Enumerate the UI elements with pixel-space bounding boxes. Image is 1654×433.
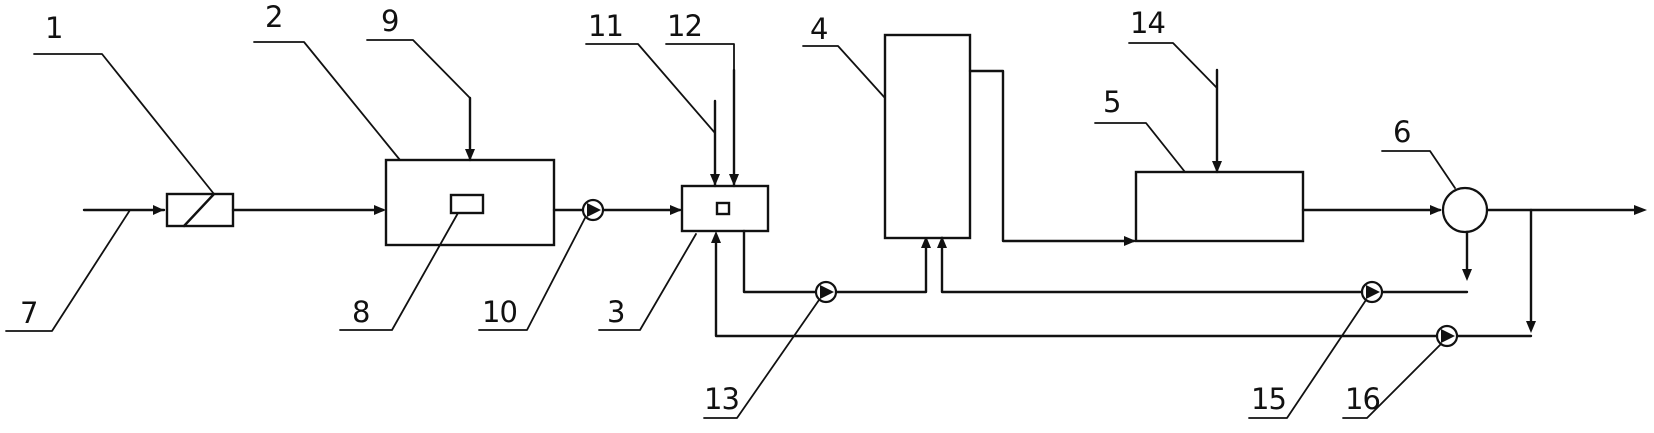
label-15: 15 — [1251, 382, 1286, 416]
leader-16 — [1342, 343, 1442, 419]
leader-8 — [339, 212, 459, 331]
feed-lines — [465, 68, 1222, 188]
label-16: 16 — [1345, 382, 1380, 416]
leader-1 — [33, 53, 215, 195]
feed-arrow-9 — [465, 149, 475, 161]
arrow-into-component-4-left — [921, 236, 931, 248]
label-10: 10 — [482, 295, 517, 329]
arrow-into-component-6 — [1430, 205, 1442, 215]
pipe-pump-13-to-4 — [834, 238, 928, 294]
label-9: 9 — [381, 4, 398, 38]
outlet-arrow — [1634, 205, 1647, 215]
component-6-separator — [1441, 186, 1489, 234]
leader-10 — [478, 217, 586, 331]
label-5: 5 — [1103, 85, 1120, 119]
leader-lines — [5, 39, 1456, 419]
label-7: 7 — [20, 296, 37, 330]
component-3-mixer — [680, 184, 770, 233]
component-1-diagonal — [182, 192, 216, 228]
leader-9 — [366, 39, 471, 99]
arrow-into-component-3 — [670, 205, 682, 215]
component-5-unit — [1134, 170, 1305, 243]
leader-3 — [598, 233, 697, 331]
feed-arrow-14 — [1212, 161, 1222, 173]
leader-4 — [802, 45, 886, 99]
label-4: 4 — [810, 12, 827, 46]
label-12: 12 — [667, 9, 702, 43]
label-6: 6 — [1393, 115, 1410, 149]
component-4-column — [883, 33, 972, 240]
return-arrow-into-component-3 — [711, 231, 721, 243]
inlet-arrow — [153, 205, 164, 215]
recycle-lines — [711, 208, 1536, 348]
label-8: 8 — [352, 295, 369, 329]
component-8-insert — [449, 193, 485, 215]
leader-11 — [585, 43, 716, 134]
recycle-line-to-component-4-right — [940, 238, 1364, 294]
label-14: 14 — [1130, 6, 1165, 40]
main-process-line — [82, 33, 1647, 304]
outlet-branch-down-arrow — [1526, 321, 1536, 333]
pump-15-triangle — [1366, 285, 1380, 299]
leader-5 — [1094, 122, 1186, 173]
label-13: 13 — [704, 382, 739, 416]
return-line-to-component-3 — [714, 234, 1439, 338]
pipe-3-down-to-pump-13 — [742, 229, 818, 294]
leader-7 — [5, 209, 131, 332]
leader-14 — [1128, 42, 1218, 89]
arrow-into-component-5 — [1124, 236, 1136, 246]
label-1: 1 — [45, 11, 62, 45]
pump-13-triangle — [820, 285, 834, 299]
pump-16-triangle — [1441, 329, 1455, 343]
leader-2 — [253, 41, 401, 161]
feed-arrow-11 — [710, 174, 720, 186]
leader-12 — [665, 43, 735, 71]
leader-15 — [1248, 299, 1367, 419]
label-2: 2 — [265, 0, 282, 34]
arrow-into-component-4-right — [937, 236, 947, 248]
arrow-into-component-2 — [374, 205, 386, 215]
leader-13 — [703, 299, 820, 419]
pump-10-triangle — [587, 203, 601, 217]
label-11: 11 — [588, 9, 623, 43]
pipe-4-to-5 — [968, 69, 1136, 243]
component-3-inner-square — [715, 201, 731, 216]
leader-6 — [1381, 150, 1456, 189]
label-3: 3 — [607, 295, 624, 329]
separator-6-down-arrow — [1462, 269, 1472, 281]
feed-arrow-12 — [729, 174, 739, 186]
callout-labels: 1 2 9 11 12 4 14 5 6 7 8 10 3 13 15 16 — [20, 0, 1411, 416]
